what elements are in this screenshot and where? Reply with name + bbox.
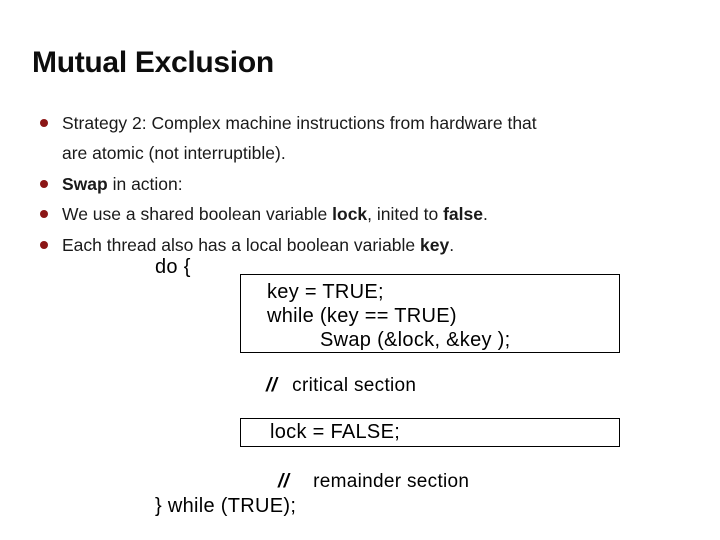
bullet-dot-icon [40, 210, 48, 219]
bullet-text: We use a shared boolean variable lock, i… [62, 199, 686, 229]
bullet-item: We use a shared boolean variable lock, i… [36, 199, 686, 229]
bullet-line: We use a shared boolean variable lock, i… [62, 204, 488, 225]
bullet-line: are atomic (not interruptible). [62, 143, 286, 164]
bullet-text: Strategy 2: Complex machine instructions… [62, 108, 686, 169]
bullet-item: Each thread also has a local boolean var… [36, 230, 686, 260]
bullet-dot-icon [40, 119, 48, 127]
bullet-dot-icon [40, 179, 48, 188]
code-line: while (key == TRUE) [267, 305, 457, 327]
comment-critical-section: // critical section [266, 375, 416, 397]
slide-title: Mutual Exclusion [32, 46, 274, 79]
bullet-line: Swap in action: [62, 173, 183, 194]
comment-text: remainder section [313, 471, 470, 492]
comment-remainder-section: // remainder section [278, 471, 469, 493]
bullet-text: Swap in action: [62, 169, 686, 199]
bullet-item: Strategy 2: Complex machine instructions… [36, 108, 686, 169]
bullet-list: Strategy 2: Complex machine instructions… [36, 108, 686, 260]
code-line: lock = FALSE; [270, 421, 401, 443]
code-box-exit: lock = FALSE; [240, 418, 620, 447]
bullet-line: Strategy 2: Complex machine instructions… [62, 113, 537, 133]
comment-slashes: // [266, 375, 278, 396]
bullet-item: Swap in action: [36, 169, 686, 199]
bullet-dot-icon [40, 240, 48, 249]
bullet-text: Each thread also has a local boolean var… [62, 230, 686, 260]
comment-text: critical section [292, 375, 417, 396]
comment-slashes: // [278, 471, 290, 492]
code-box-entry: key = TRUE; while (key == TRUE) Swap (&l… [240, 274, 620, 353]
code-line: key = TRUE; [267, 281, 384, 303]
code-do-close: } while (TRUE); [155, 495, 297, 517]
code-do-open: do { [155, 256, 191, 278]
bullet-line: Each thread also has a local boolean var… [62, 234, 455, 255]
code-line: Swap (&lock, &key ); [320, 329, 511, 351]
